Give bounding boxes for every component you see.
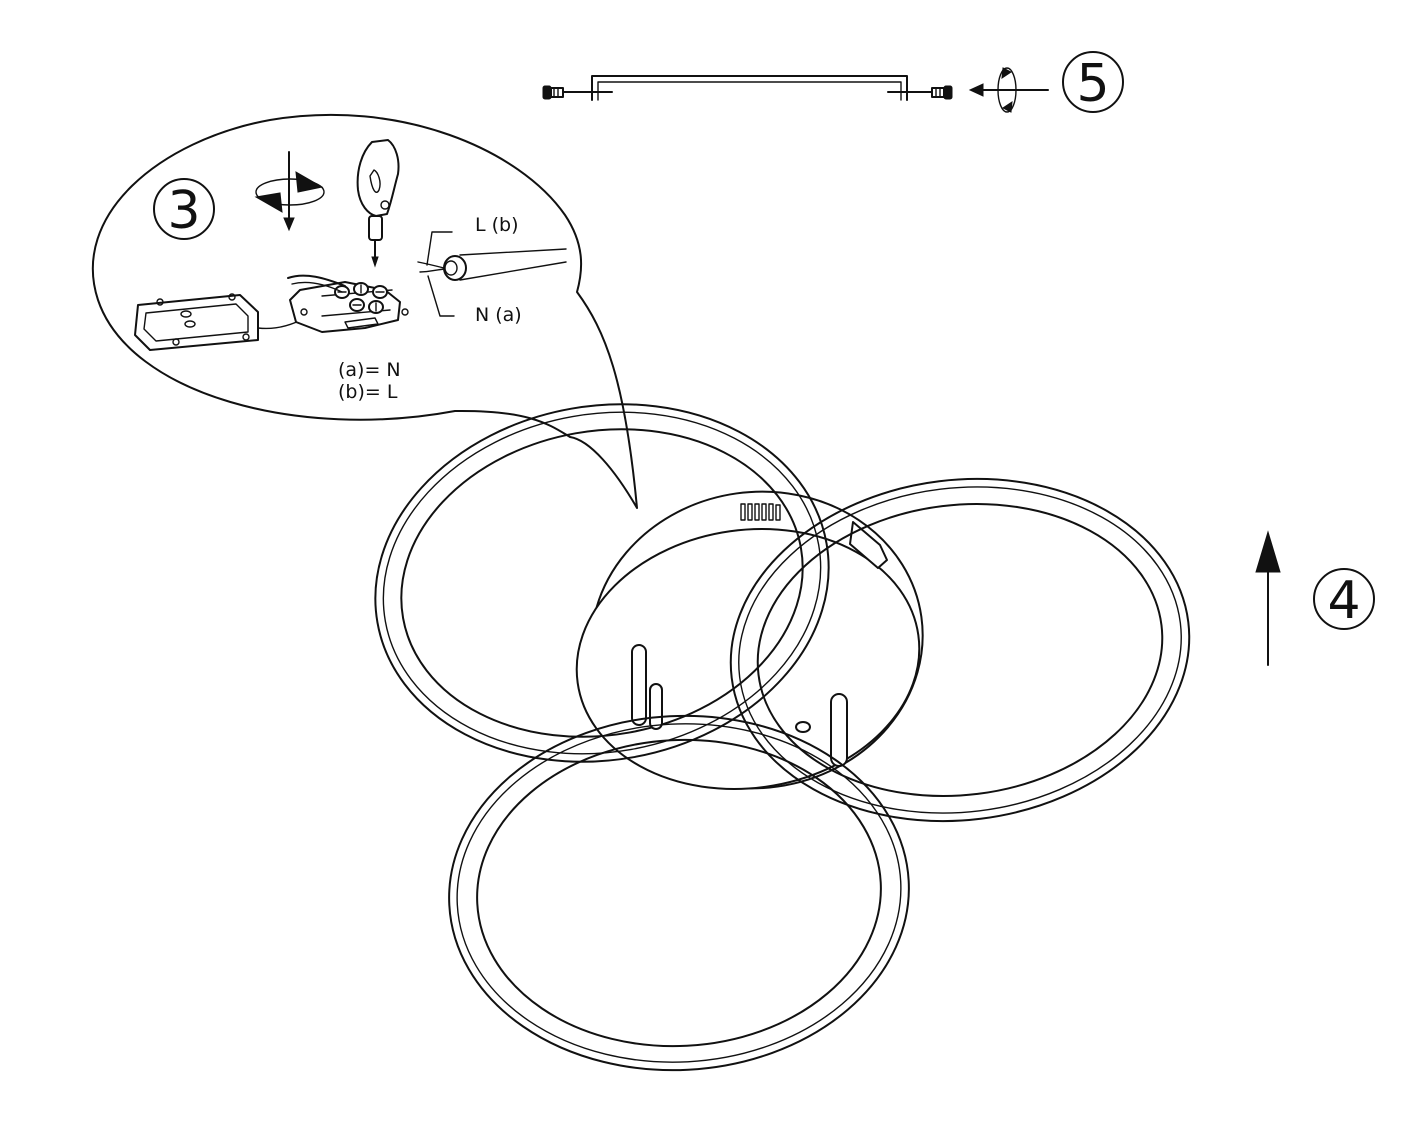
mounting-bracket bbox=[559, 75, 936, 101]
legend-neutral: (a)= N bbox=[338, 359, 401, 381]
step-5-number: 5 bbox=[1076, 54, 1109, 114]
rotate-icon bbox=[968, 67, 1049, 113]
vent-slots bbox=[740, 503, 781, 521]
lamp-ring-left bbox=[374, 403, 830, 763]
neutral-wire-label: N (a) bbox=[475, 304, 522, 326]
rotate-icon bbox=[254, 151, 325, 232]
step-5-badge: 5 bbox=[1062, 51, 1124, 114]
support-rod bbox=[631, 644, 848, 767]
lamp-ring-right bbox=[729, 477, 1191, 823]
lamp-ring-bottom bbox=[448, 714, 910, 1072]
wire-connector-icon bbox=[417, 231, 567, 317]
screw-icon bbox=[542, 85, 564, 100]
arrow-up-icon bbox=[1255, 530, 1281, 666]
terminal-block-icon bbox=[134, 274, 409, 351]
step-3-badge: 3 bbox=[153, 178, 215, 241]
hand-screwdriver-icon bbox=[356, 139, 400, 268]
step-4-badge: 4 bbox=[1313, 568, 1375, 631]
step-4-number: 4 bbox=[1327, 571, 1360, 631]
live-wire-label: L (b) bbox=[475, 214, 519, 236]
legend-live: (b)= L bbox=[338, 381, 398, 403]
step-3-number: 3 bbox=[167, 181, 200, 241]
screw-icon bbox=[931, 85, 953, 100]
